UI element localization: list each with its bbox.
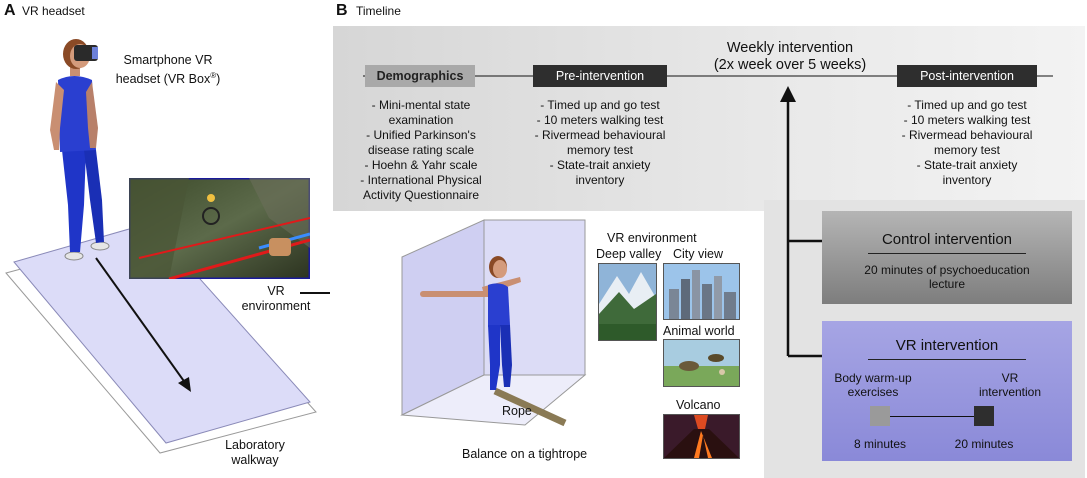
list-item: disease rating scale <box>367 143 475 157</box>
vr-environment-label-line1: VR <box>267 284 285 298</box>
control-description-line2: lecture <box>928 277 966 291</box>
weekly-intervention-frequency: (2x week over 5 weeks) <box>713 57 867 73</box>
stage-pre-intervention: Pre-intervention <box>533 65 667 87</box>
walkway-label: Laboratory walkway <box>205 438 305 468</box>
city-view-label: City view <box>673 247 724 261</box>
list-item: - 10 meters walking test <box>903 113 1031 127</box>
list-item: - Hoehn & Yahr scale <box>364 158 478 172</box>
list-item: memory test <box>566 143 633 157</box>
timeline-background <box>333 26 1085 211</box>
panel-a-letter: A <box>4 2 16 19</box>
list-item: - International Physical <box>360 173 482 187</box>
control-intervention-box: Control intervention 20 minutes of psych… <box>822 211 1072 304</box>
weekly-intervention-title: Weekly intervention <box>726 40 854 56</box>
list-item: - State-trait anxiety <box>916 158 1018 172</box>
list-item: - Unified Parkinson's <box>366 128 476 142</box>
city-view-image <box>663 263 740 320</box>
panel-b-letter: B <box>336 2 348 19</box>
warmup-time: 8 minutes <box>853 437 907 451</box>
registered-mark: ® <box>210 71 217 80</box>
list-item: - Rivermead behavioural <box>534 128 666 142</box>
control-divider <box>868 253 1026 254</box>
tightrope-caption: Balance on a tightrope <box>462 447 588 461</box>
weekly-intervention-label: Weekly intervention (2x week over 5 week… <box>640 40 940 74</box>
rope-label: Rope <box>502 404 532 418</box>
panel-b-title: Timeline <box>356 4 401 18</box>
vr-block <box>974 406 994 426</box>
list-item: Activity Questionnaire <box>362 188 480 202</box>
warmup-label-line2: exercises <box>847 385 899 399</box>
vr-intervention-box: VR intervention Body warm-up exercises V… <box>822 321 1072 461</box>
panel-a-illustration <box>5 39 330 454</box>
warmup-label: Body warm-up exercises <box>830 371 916 399</box>
list-item: - Timed up and go test <box>540 98 660 112</box>
list-item: - Mini-mental state <box>371 98 471 112</box>
walkway-label-line2: walkway <box>231 453 279 467</box>
list-item: - 10 meters walking test <box>536 113 664 127</box>
headset-label-close: ) <box>216 72 221 87</box>
deep-valley-label: Deep valley <box>596 247 662 261</box>
control-description-line1: 20 minutes of psychoeducation <box>864 263 1030 277</box>
list-item: - State-trait anxiety <box>549 158 651 172</box>
headset-label-line2: headset (VR Box®) <box>108 68 228 87</box>
volcano-label: Volcano <box>676 398 721 412</box>
control-intervention-title: Control intervention <box>881 231 1013 248</box>
stage-demographics: Demographics <box>365 65 475 87</box>
vr-intervention-title: VR intervention <box>895 337 999 354</box>
control-description: 20 minutes of psychoeducation lecture <box>822 263 1072 291</box>
list-item: inventory <box>575 173 625 187</box>
pre-intervention-list: - Timed up and go test- 10 meters walkin… <box>525 98 675 188</box>
vr-screenshot-thumbnail <box>129 178 310 279</box>
vr-environment-label-line2: environment <box>241 299 311 313</box>
volcano-image <box>663 414 740 459</box>
animal-world-image <box>663 339 740 387</box>
vr-environment-title: VR environment <box>607 231 697 245</box>
vr-environment-label: VR environment <box>236 284 316 314</box>
session-connector <box>890 416 974 417</box>
list-item: examination <box>388 113 454 127</box>
vr-session-label: VR intervention <box>970 371 1050 399</box>
headset-label-text: headset (VR Box <box>115 72 211 87</box>
headset-label: Smartphone VR headset (VR Box®) <box>108 53 228 87</box>
headset-label-line1: Smartphone VR <box>123 53 213 67</box>
list-item: inventory <box>942 173 992 187</box>
vr-divider <box>868 359 1026 360</box>
list-item: memory test <box>933 143 1000 157</box>
vr-session-label-line2: intervention <box>978 385 1042 399</box>
vr-room-illustration <box>400 219 587 427</box>
deep-valley-image <box>598 263 657 341</box>
vr-time: 20 minutes <box>954 437 1014 451</box>
post-intervention-list: - Timed up and go test- 10 meters walkin… <box>892 98 1042 188</box>
panel-a-title: VR headset <box>22 4 85 18</box>
warmup-label-line1: Body warm-up <box>834 371 912 385</box>
animal-world-label: Animal world <box>663 324 735 338</box>
list-item: - Rivermead behavioural <box>901 128 1033 142</box>
list-item: - Timed up and go test <box>907 98 1027 112</box>
walkway-label-line1: Laboratory <box>225 438 285 452</box>
stage-post-intervention: Post-intervention <box>897 65 1037 87</box>
warmup-block <box>870 406 890 426</box>
vr-session-label-line1: VR <box>1001 371 1019 385</box>
person-figure <box>50 39 110 261</box>
